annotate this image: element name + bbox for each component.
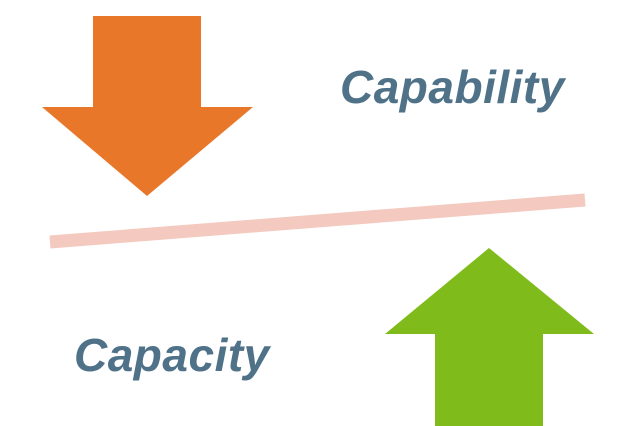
arrow-down-icon <box>42 16 253 196</box>
capability-label: Capability <box>340 61 565 113</box>
arrow-up-icon <box>385 248 594 426</box>
tilted-divider-line <box>49 193 586 249</box>
capacity-label: Capacity <box>74 329 270 381</box>
